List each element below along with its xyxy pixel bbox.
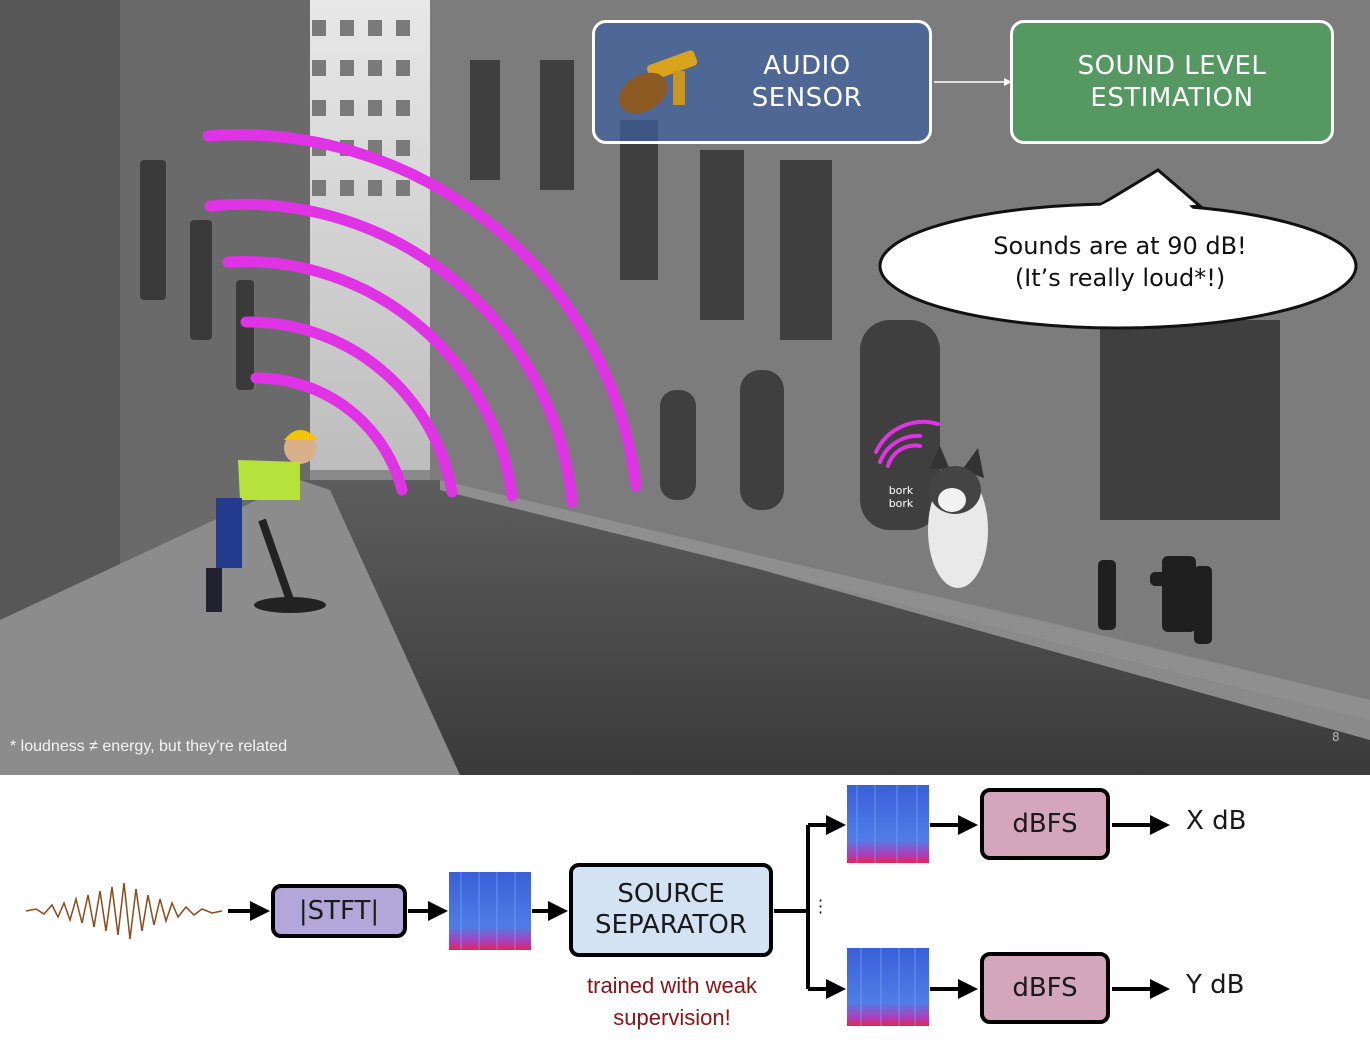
microphone-icon xyxy=(618,50,698,114)
fire-hydrant-icon xyxy=(1098,556,1212,644)
output-y-db: Y dB xyxy=(1186,970,1245,1000)
stft-label: |STFT| xyxy=(298,896,380,926)
source-separator-block: SOURCE SEPARATOR xyxy=(569,863,773,957)
weak-supervision-note: trained with weak supervision! xyxy=(548,970,796,1034)
speech-text: Sounds are at 90 dB! (It’s really loud*!… xyxy=(905,230,1335,294)
spectrogram-source-x-icon xyxy=(847,785,929,863)
pipeline-connectors xyxy=(25,815,1170,999)
main-sound-waves xyxy=(202,129,642,508)
source-separator-label: SOURCE SEPARATOR xyxy=(595,879,747,940)
tower-windows xyxy=(312,20,410,196)
dbfs-block-top: dBFS xyxy=(980,788,1110,860)
audio-sensor-box: AUDIO SENSOR xyxy=(592,20,932,144)
spectrogram-source-y-icon xyxy=(847,948,929,1026)
output-x-db: X dB xyxy=(1186,806,1247,836)
dbfs-top-label: dBFS xyxy=(1012,809,1078,839)
bark-waves xyxy=(874,419,940,468)
speech-line-2: (It’s really loud*!) xyxy=(1014,264,1226,292)
loudness-footnote: * loudness ≠ energy, but they’re related xyxy=(10,738,288,755)
speech-bubble xyxy=(878,168,1358,330)
page-number: 8 xyxy=(1332,730,1340,744)
stft-block: |STFT| xyxy=(271,884,407,938)
more-sources-ellipsis: ··· xyxy=(818,891,824,922)
right-building-windows xyxy=(470,60,1280,530)
right-sidewalk xyxy=(440,480,1370,720)
sensor-to-estimation-arrowhead xyxy=(1004,78,1012,86)
audio-sensor-label: AUDIO SENSOR xyxy=(751,51,863,113)
waveform-icon xyxy=(25,882,223,940)
construction-worker-icon xyxy=(206,430,326,613)
left-building-arches xyxy=(140,160,254,390)
dbfs-bottom-label: dBFS xyxy=(1012,973,1078,1003)
husky-dog-icon xyxy=(928,446,988,588)
left-sidewalk xyxy=(0,480,460,775)
speech-line-1: Sounds are at 90 dB! xyxy=(993,232,1247,260)
note-line-1: trained with weak xyxy=(587,973,757,998)
note-line-2: supervision! xyxy=(613,1005,731,1030)
sound-level-estimation-box: SOUND LEVEL ESTIMATION xyxy=(1010,20,1334,144)
dog-bark-label: bork bork xyxy=(888,484,914,510)
spectrogram-input-icon xyxy=(449,872,531,950)
street-scene: AUDIO SENSOR SOUND LEVEL ESTIMATION Soun… xyxy=(0,0,1370,775)
sound-level-estimation-label: SOUND LEVEL ESTIMATION xyxy=(1077,51,1267,113)
dbfs-block-bottom: dBFS xyxy=(980,952,1110,1024)
